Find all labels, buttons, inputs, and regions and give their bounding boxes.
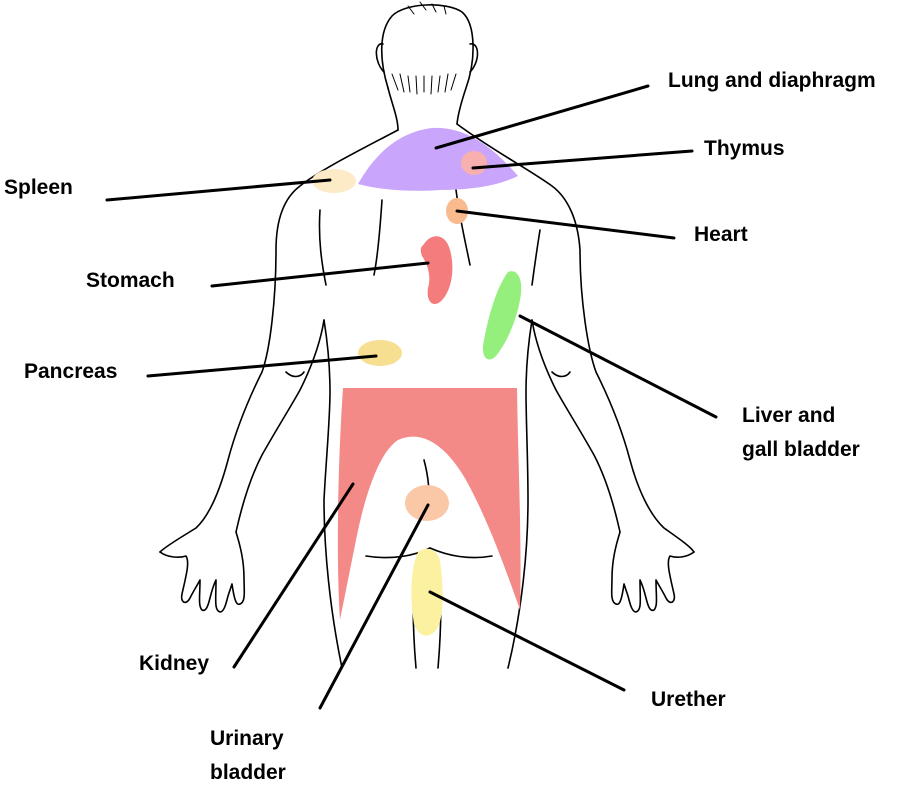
leader-lung [436,86,648,148]
right-hand [612,532,694,612]
stomach-zone [421,236,453,304]
label-urether: Urether [651,683,726,717]
label-urinary-line1: Urinary [210,722,286,756]
label-spleen: Spleen [4,171,73,205]
label-kidney: Kidney [139,647,209,681]
label-thymus: Thymus [704,132,785,166]
shoulder-blade-right [532,230,540,285]
label-urinary-line2: bladder [210,756,286,790]
left-elbow [286,372,304,377]
pancreas-zone [358,340,402,366]
leader-urinary [320,505,428,708]
leader-thymus [473,151,692,168]
label-liver-line1: Liver and [742,399,860,433]
spine-line [374,200,382,275]
neck-left [388,88,398,130]
label-pancreas: Pancreas [24,355,117,389]
right-elbow [552,372,570,377]
lung-and-diaphragm-zone [358,128,518,191]
leader-stomach [212,263,428,286]
label-urinary-bladder: Urinary bladder [210,722,286,790]
buttocks-fold-right [430,548,492,558]
left-hand [160,532,244,612]
hair [392,2,456,94]
label-lung-and-diaphragm: Lung and diaphragm [668,64,876,98]
leader-liver [520,316,716,417]
label-heart: Heart [694,218,748,252]
liver-and-gall-bladder-zone [483,271,521,359]
leader-urether [430,592,624,690]
head-outline [382,5,473,124]
left-arm-inner [236,320,324,532]
urether-zone [411,549,442,636]
leader-kidney [234,484,353,667]
pain-zones [312,128,521,636]
leader-heart [457,211,674,238]
thymus-zone [461,151,487,175]
urinary-bladder-zone [405,485,449,521]
label-liver-and-gall-bladder: Liver and gall bladder [742,399,860,467]
label-stomach: Stomach [86,264,175,298]
leader-spleen [107,180,330,200]
right-arm-inner [532,320,620,532]
label-liver-line2: gall bladder [742,433,860,467]
